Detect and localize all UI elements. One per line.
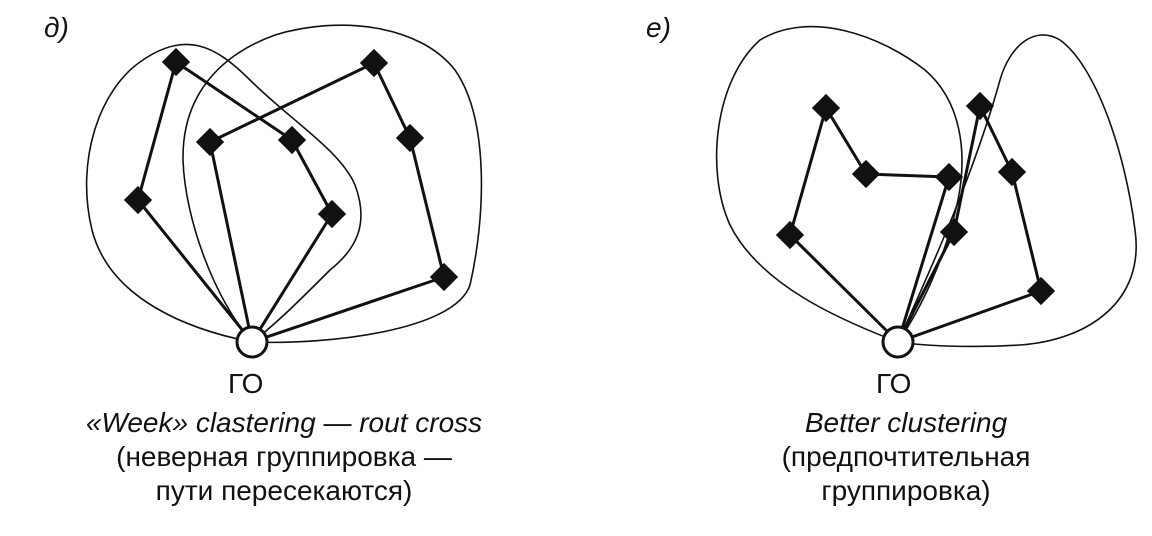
customer-node (939, 217, 969, 247)
caption-right-ru-2: группировка) (821, 475, 991, 506)
customers-left (123, 47, 459, 292)
customer-node (997, 157, 1027, 187)
depot-label-left: ГО (228, 368, 264, 399)
caption-left-ru-2: пути пересекаются) (155, 475, 413, 506)
customers-right (775, 91, 1056, 306)
panel-letter-left: д) (44, 12, 69, 43)
depot-node-right (881, 325, 915, 359)
customer-node (965, 91, 995, 121)
route-left-a (136, 60, 334, 343)
panel-weak-clustering (85, 24, 483, 344)
caption-right-en: Better clustering (804, 407, 1008, 438)
customer-node (277, 125, 307, 155)
panel-better-clustering (715, 25, 1137, 348)
depot-label-right: ГО (876, 368, 912, 399)
caption-left: «Week» clastering — rout cross (неверная… (24, 406, 544, 508)
customer-node (123, 185, 153, 215)
routes-right (788, 104, 1043, 344)
cluster-boundary-right-2 (896, 34, 1137, 348)
caption-right-ru-1: (предпочтительная (781, 441, 1031, 472)
customer-node (195, 127, 225, 157)
route-right-b (896, 104, 1043, 344)
customer-node (429, 262, 459, 292)
customer-node (851, 159, 881, 189)
cluster-boundary-right-1 (715, 25, 963, 343)
route-left-b (208, 61, 446, 344)
customer-node (317, 199, 347, 229)
caption-left-en: «Week» clastering — rout cross (85, 407, 483, 438)
panel-letter-right: е) (646, 12, 671, 43)
routes-left (136, 60, 446, 344)
customer-node (395, 123, 425, 153)
customer-node (359, 48, 389, 78)
caption-right: Better clustering (предпочтительная груп… (646, 406, 1152, 508)
customer-node (934, 162, 964, 192)
customer-node (161, 47, 191, 77)
customer-node (775, 220, 805, 250)
route-right-a (788, 106, 951, 344)
depot-node-left (235, 325, 269, 359)
caption-left-ru-1: (неверная группировка — (116, 441, 452, 472)
cluster-boundary-left-1 (85, 43, 362, 343)
customer-node (811, 93, 841, 123)
cluster-boundary-left-2 (182, 24, 483, 344)
customer-node (1026, 276, 1056, 306)
